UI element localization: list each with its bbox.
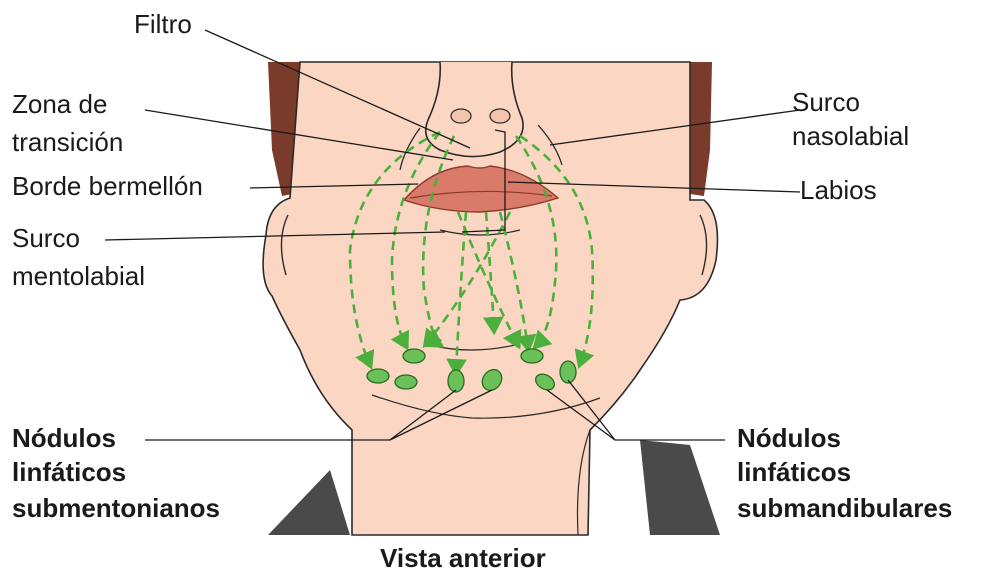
label-linfaticos-submentonianos: linfáticos <box>12 456 126 488</box>
node-6 <box>521 349 543 363</box>
label-transicion: transición <box>12 126 123 158</box>
node-2 <box>403 349 425 363</box>
label-labios: Labios <box>800 174 877 206</box>
caption: Vista anterior <box>380 542 546 574</box>
label-zona-de: Zona de <box>12 88 107 120</box>
label-submandibulares: submandibulares <box>737 492 952 524</box>
label-nasolabial: nasolabial <box>792 120 909 152</box>
node-1 <box>367 369 389 383</box>
label-surco-mento: Surco <box>12 222 80 254</box>
node-3 <box>395 375 417 389</box>
label-filtro: Filtro <box>134 8 192 40</box>
label-borde-bermellon: Borde bermellón <box>12 170 203 202</box>
label-nodulos-submentonianos: Nódulos <box>12 422 116 454</box>
node-8 <box>560 361 576 383</box>
nostril-right <box>490 109 510 123</box>
label-linfaticos-submandibulares: linfáticos <box>737 456 851 488</box>
label-submentonianos: submentonianos <box>12 492 220 524</box>
shoulder-left <box>268 470 350 535</box>
label-nodulos-submandibulares: Nódulos <box>737 422 841 454</box>
nose <box>426 62 523 157</box>
label-surco-naso: Surco <box>792 86 860 118</box>
label-mentolabial: mentolabial <box>12 260 145 292</box>
shoulder-right <box>640 440 720 535</box>
node-4 <box>448 370 464 392</box>
nostril-left <box>451 109 471 123</box>
